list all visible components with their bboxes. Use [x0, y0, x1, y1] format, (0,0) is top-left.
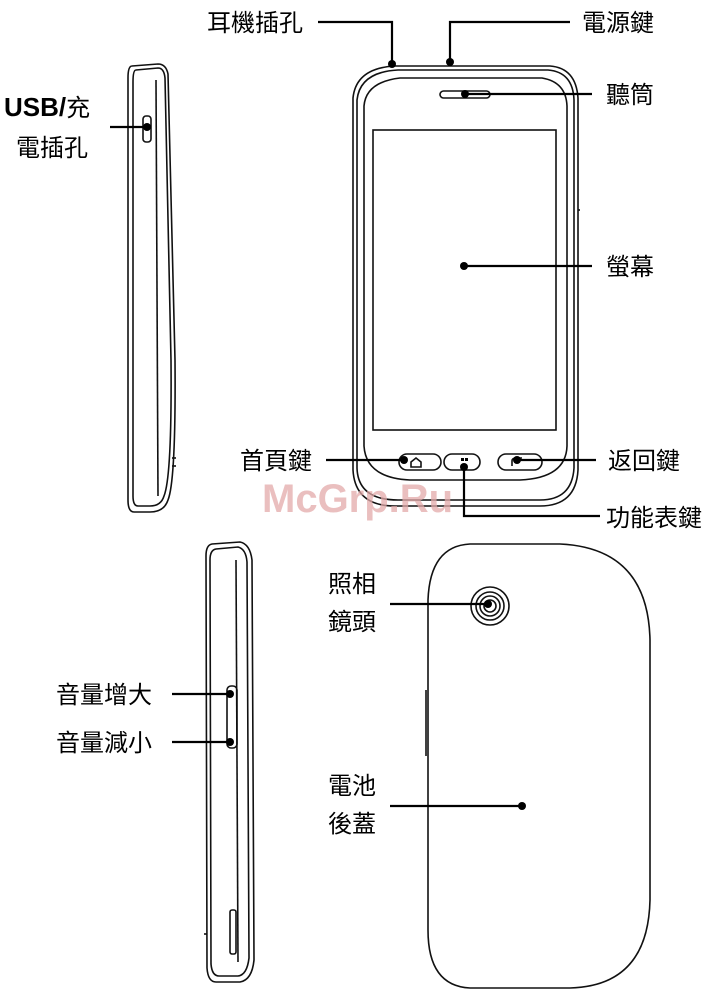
label-earpiece: 聽筒 [606, 81, 654, 109]
label-power-key: 電源鍵 [582, 9, 654, 37]
label-usb-prefix: USB/ [4, 92, 66, 122]
label-usb-charging-port: USB/充 [4, 92, 90, 122]
label-volume-down: 音量減小 [56, 729, 152, 757]
label-usb-suffix: 充 [66, 94, 90, 122]
label-camera-line1: 照相 [328, 570, 376, 598]
label-home-key: 首頁鍵 [240, 447, 312, 475]
phone-side-view-left [128, 64, 176, 512]
phone-front-view [353, 66, 580, 506]
label-camera-line2: 鏡頭 [328, 608, 376, 636]
label-battery-line2: 後蓋 [328, 810, 376, 838]
watermark: McGrp.Ru [262, 477, 453, 521]
label-battery-line1: 電池 [328, 772, 376, 800]
phone-back-view [426, 544, 650, 988]
label-headphone-jack: 耳機插孔 [207, 9, 303, 37]
label-usb-line2: 電插孔 [16, 134, 88, 162]
screen-area [373, 130, 556, 430]
label-back-key: 返回鍵 [608, 447, 680, 475]
phone-side-view-volume [204, 542, 254, 982]
label-volume-up: 音量增大 [56, 681, 152, 709]
label-menu-key: 功能表鍵 [606, 504, 702, 532]
leader-lines [110, 22, 600, 810]
label-screen: 螢幕 [606, 253, 654, 281]
